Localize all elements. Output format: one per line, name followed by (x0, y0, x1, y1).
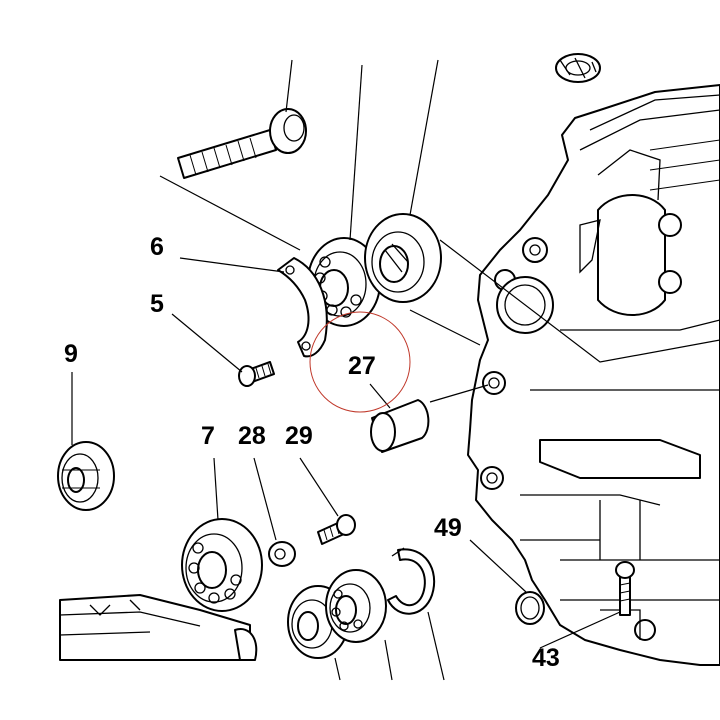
long-bolt (177, 108, 307, 179)
circlip (387, 547, 436, 615)
left-bearing (57, 441, 115, 511)
callout-28: 28 (238, 422, 266, 450)
callout-9: 9 (64, 340, 78, 368)
lower-bearing (325, 569, 387, 643)
callout-43: 43 (532, 644, 560, 672)
callout-27: 27 (348, 352, 376, 380)
large-bearing (181, 518, 263, 612)
oil-seal (364, 213, 442, 303)
o-ring (515, 591, 545, 625)
highlight-circle (309, 311, 411, 413)
callout-6: 6 (150, 233, 164, 261)
callout-5: 5 (150, 290, 164, 318)
crankcase-housing (467, 53, 720, 666)
callout-29: 29 (285, 422, 313, 450)
stud-bolt (615, 561, 635, 616)
washer (268, 541, 296, 567)
bushing (370, 399, 430, 453)
small-screw (238, 361, 275, 387)
callout-labels: 6 5 9 27 7 28 29 49 43 (64, 233, 560, 672)
retainer-plate (277, 257, 328, 358)
cap-screw (317, 514, 356, 545)
callout-49: 49 (434, 514, 462, 542)
leader-lines (71, 59, 720, 681)
callout-7: 7 (201, 422, 215, 450)
lower-plate (59, 594, 258, 661)
